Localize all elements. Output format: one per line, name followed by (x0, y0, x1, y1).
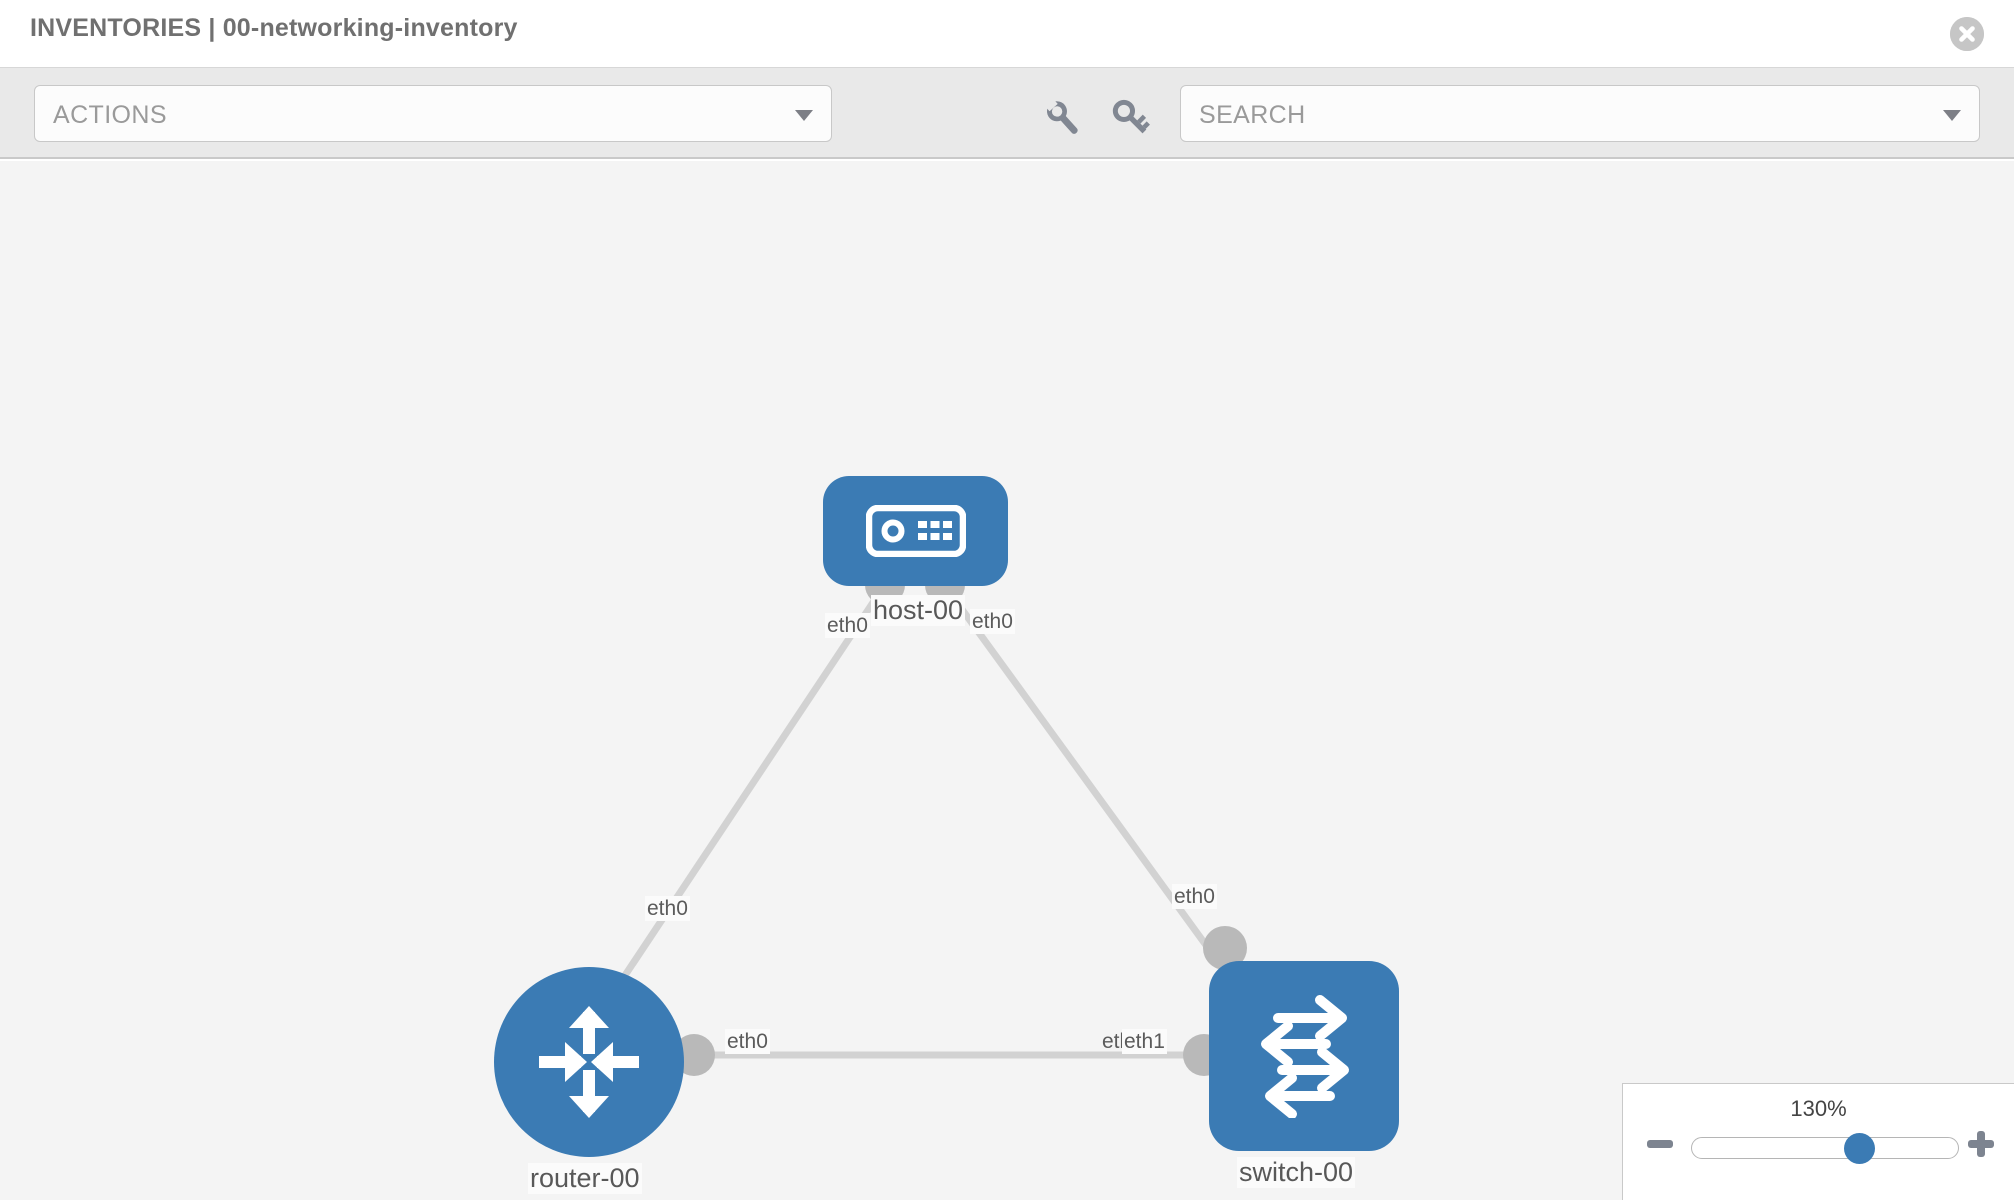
zoom-slider-thumb[interactable] (1844, 1133, 1875, 1164)
edge-label-switch00-eth1: eth1 (1122, 1029, 1167, 1054)
topology-node-switch-00[interactable]: switch-00 (1209, 961, 1399, 1188)
close-icon[interactable] (1950, 17, 1984, 51)
chevron-down-icon (795, 110, 813, 121)
topology-node-router-00[interactable]: router-00 (494, 967, 684, 1194)
switch-arrows-icon (1261, 995, 1349, 1118)
topology-node-host-00[interactable]: host-00 (823, 476, 1008, 626)
key-icon[interactable] (1108, 95, 1154, 141)
router-node-shape (494, 967, 684, 1157)
search-placeholder: SEARCH (1199, 101, 1306, 129)
zoom-in-button[interactable] (1964, 1127, 1998, 1161)
zoom-level-label: 130% (1790, 1096, 1847, 1121)
minus-icon (1647, 1140, 1673, 1148)
link-host00-switch00 (942, 583, 1235, 984)
topology-node-label-router-00: router-00 (528, 1163, 642, 1194)
actions-dropdown[interactable]: ACTIONS (34, 85, 832, 142)
edge-label-router00-eth0: eth0 (725, 1029, 770, 1054)
topology-node-label-host-00: host-00 (871, 595, 966, 626)
chevron-down-icon[interactable] (1943, 110, 1961, 121)
zoom-control-panel: 130% (1622, 1083, 2014, 1200)
link-host00-router00 (595, 584, 887, 1018)
edge-label-host00-right: eth0 (970, 609, 1015, 634)
topology-links (595, 583, 1235, 1059)
router-arrows-icon (539, 1006, 639, 1118)
topology-canvas[interactable]: host-00 (0, 161, 2014, 1200)
page-header: INVENTORIES | 00-networking-inventory (0, 0, 2014, 68)
server-icon (865, 505, 966, 557)
topology-node-label-switch-00: switch-00 (1237, 1157, 1356, 1188)
wrench-icon[interactable] (1040, 95, 1086, 141)
edge-label-router00-up: eth0 (645, 896, 690, 921)
plus-icon (1968, 1131, 1994, 1157)
edge-label-switch00-up: eth0 (1172, 884, 1217, 909)
host-node-shape (823, 476, 1008, 586)
actions-dropdown-label: ACTIONS (53, 101, 167, 129)
zoom-out-button[interactable] (1643, 1127, 1677, 1161)
switch-node-shape (1209, 961, 1399, 1151)
edge-label-host00-left: eth0 (825, 613, 870, 638)
zoom-slider[interactable] (1691, 1133, 1959, 1164)
search-input[interactable]: SEARCH (1180, 85, 1980, 142)
page-title: INVENTORIES | 00-networking-inventory (30, 14, 518, 42)
